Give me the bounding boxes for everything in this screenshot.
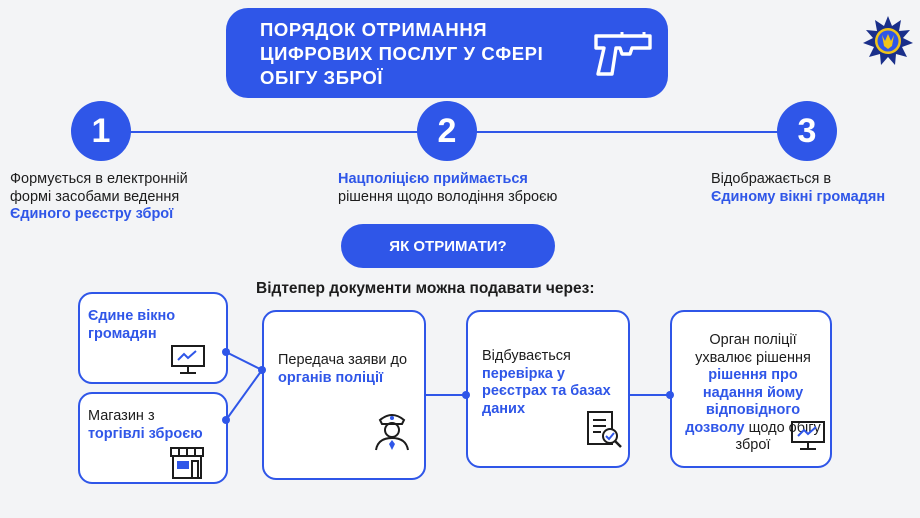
- shop-icon: [170, 447, 204, 479]
- computer-icon: [791, 421, 825, 450]
- check-label: Відбувається перевірка у реєстрах та баз…: [482, 348, 622, 418]
- connector-dot: [222, 348, 230, 356]
- source-2-label: Магазин з торгівлі зброєю: [88, 408, 224, 443]
- decision-highlight: рішення про надання йому відповідного до…: [685, 367, 804, 436]
- decision-label: Орган поліції ухвалює рішення рішення пр…: [682, 332, 824, 455]
- source-2-highlight: торгівлі зброєю: [88, 425, 203, 442]
- source-1-label: Єдине вікно громадян: [88, 308, 176, 342]
- how-to-obtain-button[interactable]: ЯК ОТРИМАТИ?: [341, 224, 555, 268]
- transfer-highlight: органів поліції: [278, 369, 384, 386]
- step-1-circle: 1: [71, 101, 131, 161]
- step-2-description: Нацполіцією приймається рішення щодо вол…: [338, 171, 598, 206]
- step-box-decision: Орган поліції ухвалює рішення рішення пр…: [670, 310, 832, 468]
- police-emblem-icon: [863, 16, 913, 65]
- step-number: 2: [437, 111, 457, 150]
- step-number: 1: [91, 111, 111, 150]
- source-box-citizen-window: Єдине вікно громадян: [78, 292, 228, 384]
- pistol-icon: [594, 32, 652, 76]
- police-officer-icon: [375, 414, 409, 451]
- connector-dot: [666, 391, 674, 399]
- title-banner: Порядок отримання цифрових послуг у сфер…: [226, 8, 668, 98]
- transfer-text: Передача заяви до: [278, 352, 408, 368]
- computer-icon: [171, 345, 205, 374]
- step-1-highlight: Єдиного реєстру зброї: [10, 206, 174, 222]
- step-2-highlight: Нацполіцією приймається: [338, 171, 528, 187]
- step-3-description: Відображається в Єдиному вікні громадян: [711, 171, 916, 206]
- step-3-circle: 3: [777, 101, 837, 161]
- step-3-text: Відображається в: [711, 171, 832, 187]
- check-highlight: перевірка у реєстрах та базах даних: [482, 365, 611, 417]
- decision-text-1: Орган поліції ухвалює рішення: [695, 332, 811, 366]
- submit-note: Відтепер документи можна подавати через:: [256, 280, 595, 297]
- source-box-gun-shop: Магазин з торгівлі зброєю: [78, 392, 228, 484]
- check-text: Відбувається: [482, 348, 571, 364]
- source-2-text: Магазин з: [88, 408, 155, 424]
- connector-dot: [222, 416, 230, 424]
- connector-dot: [462, 391, 470, 399]
- page-title: Порядок отримання цифрових послуг у сфер…: [260, 19, 544, 88]
- connector-dot: [258, 366, 266, 374]
- step-3-highlight: Єдиному вікні громадян: [711, 188, 886, 205]
- step-1-text: Формується в електронній формі засобами …: [10, 171, 188, 205]
- document-check-icon: [587, 411, 622, 448]
- step-1-description: Формується в електронній формі засобами …: [10, 171, 225, 224]
- step-2-text: рішення щодо володіння зброєю: [338, 188, 558, 205]
- step-box-transfer: Передача заяви до органів поліції: [262, 310, 426, 480]
- transfer-label: Передача заяви до органів поліції: [278, 352, 418, 387]
- step-box-registry-check: Відбувається перевірка у реєстрах та баз…: [466, 310, 630, 468]
- step-2-circle: 2: [417, 101, 477, 161]
- step-number: 3: [797, 111, 817, 150]
